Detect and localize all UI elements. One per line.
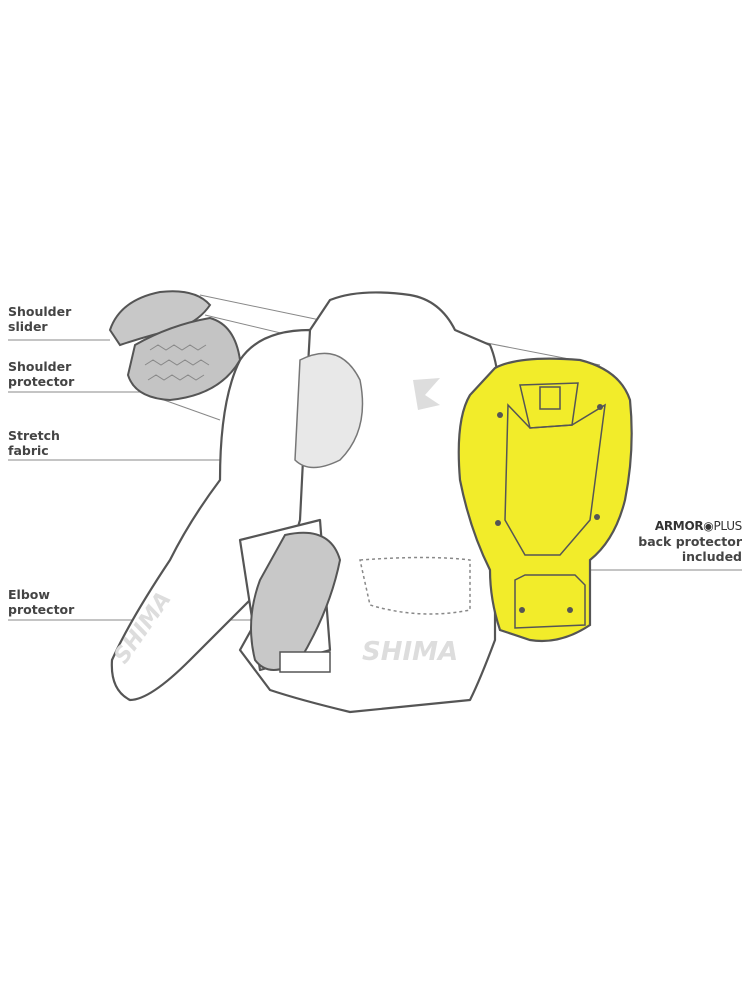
shield-icon: ◉	[703, 519, 714, 533]
jacket-logo-back: SHIMA	[362, 637, 458, 667]
label-line: protector	[8, 374, 75, 389]
stretch-fabric-panel	[294, 352, 364, 469]
back-protector	[457, 357, 633, 643]
brand-armor: ARMOR	[654, 519, 704, 533]
label-line: Shoulder	[8, 359, 72, 374]
logo-mark-icon	[413, 378, 440, 410]
label-line: back protector	[638, 534, 742, 549]
label-line: fabric	[8, 443, 49, 458]
label-shoulder-protector: Shoulder protector	[8, 359, 74, 389]
shoulder-protector-pad	[126, 316, 242, 402]
label-line: slider	[8, 319, 48, 334]
label-line: Elbow	[8, 587, 50, 602]
armorplus-logo: ARMOR◉PLUS	[638, 519, 742, 534]
label-line: Stretch	[8, 428, 60, 443]
brand-plus: PLUS	[713, 519, 742, 533]
label-back-protector: ARMOR◉PLUS back protector included	[638, 519, 742, 564]
label-line: Shoulder	[8, 304, 72, 319]
label-shoulder-slider: Shoulder slider	[8, 304, 71, 334]
label-line: included	[681, 549, 742, 564]
label-line: protector	[8, 602, 75, 617]
label-stretch-fabric: Stretch fabric	[8, 428, 60, 458]
label-elbow-protector: Elbow protector	[8, 587, 74, 617]
